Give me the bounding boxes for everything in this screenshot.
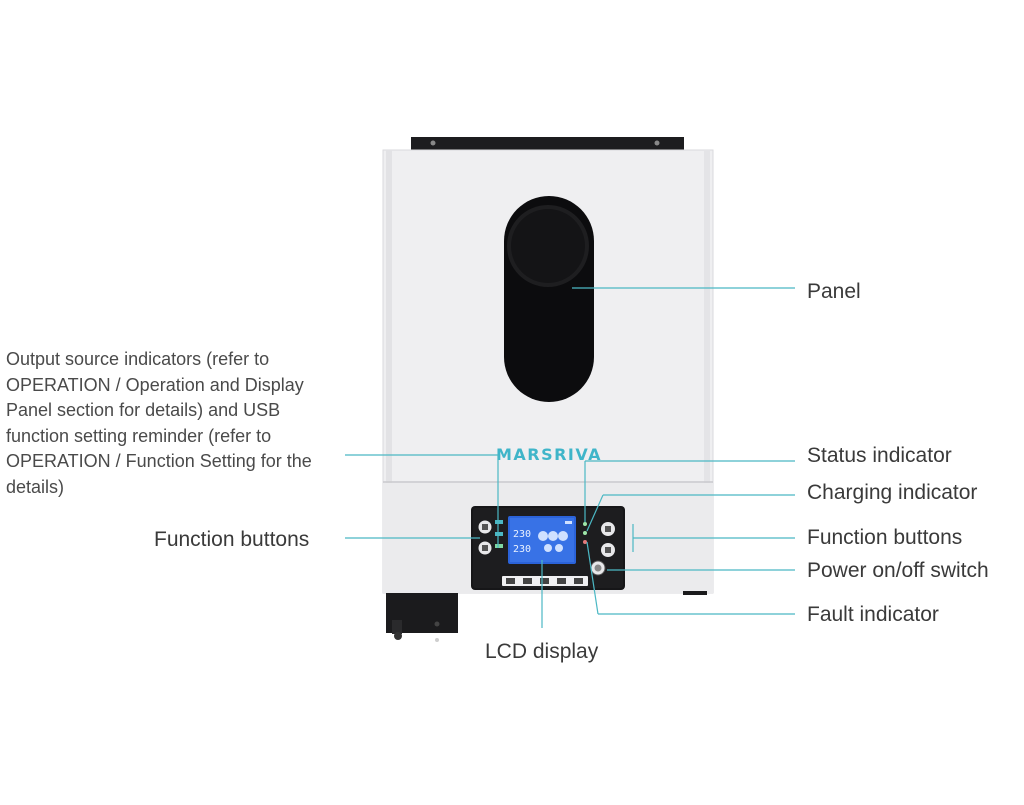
callout-status-indicator: Status indicator [807,444,952,467]
leader-lines [345,287,795,628]
function-buttons-right [601,522,615,557]
lcd-screen: 230 230 [508,516,576,564]
brand-logo: MARSRIVA [496,445,602,464]
callout-function-buttons-left: Function buttons [154,528,310,551]
lcd-value-1: 230 [513,529,531,540]
output-source-leds [495,520,503,548]
callout-fault-indicator: Fault indicator [807,603,939,626]
function-buttons-left [478,520,492,555]
bottom-terminals [386,591,707,642]
leader-charging-diag [586,494,604,532]
panel-window [504,196,594,402]
callout-panel: Panel [807,280,861,303]
callout-output-source: Output source indicators (refer to OPERA… [6,349,312,497]
callout-function-buttons-right: Function buttons [807,526,963,549]
callout-lcd-display: LCD display [485,640,599,663]
power-switch [590,560,606,576]
mounting-bracket [411,137,684,151]
callout-power-switch: Power on/off switch [807,559,989,582]
bottom-button-row [502,576,588,586]
control-panel: 230 230 [471,506,625,590]
status-charging-fault-leds [583,522,587,544]
lcd-value-2: 230 [513,544,531,555]
callout-charging-indicator: Charging indicator [807,481,978,504]
leader-fault-diag [586,541,599,615]
